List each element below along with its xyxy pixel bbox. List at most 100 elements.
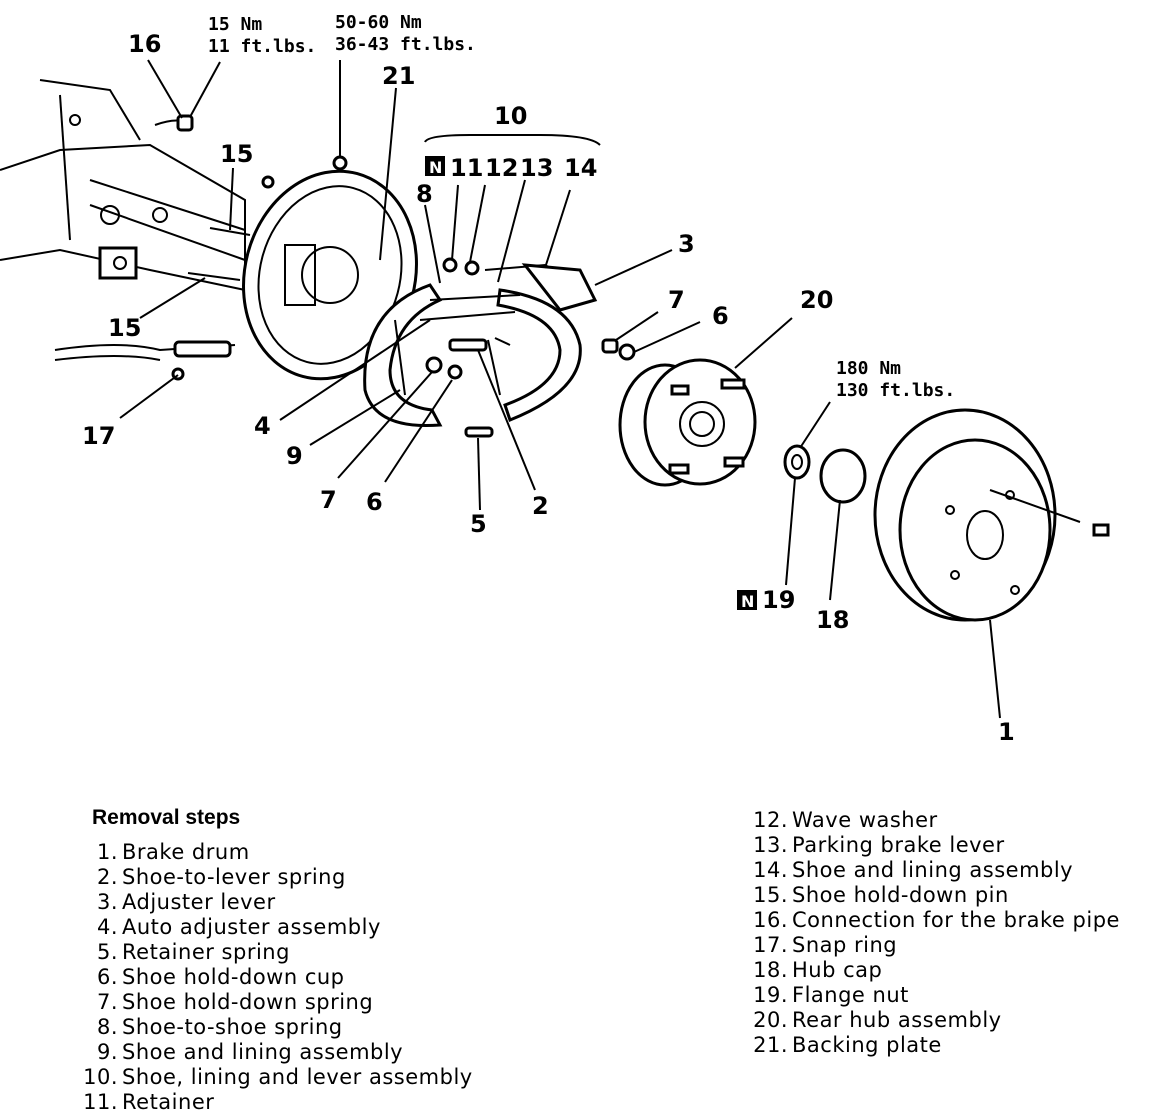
callout-18: 18 xyxy=(816,606,849,634)
step-number: 9. xyxy=(96,1040,118,1064)
callout-7-left: 7 xyxy=(320,486,337,514)
new-part-mark-11 xyxy=(425,156,445,176)
step-number: 21. xyxy=(753,1033,788,1057)
callout-15-bottom: 15 xyxy=(108,314,141,342)
callout-13: 13 xyxy=(520,154,553,182)
step-number: 18. xyxy=(753,958,788,982)
brake-pipe xyxy=(154,114,194,132)
torque-backing-plate-nm: 50-60 Nm xyxy=(335,12,422,33)
axle-beam xyxy=(0,79,246,292)
step-text: Parking brake lever xyxy=(792,833,1005,857)
step-text: Auto adjuster assembly xyxy=(122,915,381,939)
removal-step: 14.Shoe and lining assembly xyxy=(740,858,1120,883)
parking-cable xyxy=(54,340,236,381)
removal-step: 9.Shoe and lining assembly xyxy=(70,1040,473,1065)
backing-plate xyxy=(242,155,418,381)
flange-nut xyxy=(783,444,811,480)
step-text: Wave washer xyxy=(792,808,938,832)
step-number: 10. xyxy=(83,1065,118,1089)
removal-step: 18.Hub cap xyxy=(740,958,1120,983)
callout-5: 5 xyxy=(470,510,487,538)
callout-9: 9 xyxy=(286,442,303,470)
step-text: Connection for the brake pipe xyxy=(792,908,1120,932)
step-number: 17. xyxy=(753,933,788,957)
step-number: 19. xyxy=(753,983,788,1007)
removal-steps-title: Removal steps xyxy=(92,806,241,829)
callout-21: 21 xyxy=(382,62,415,90)
step-text: Flange nut xyxy=(792,983,909,1007)
step-text: Rear hub assembly xyxy=(792,1008,1002,1032)
callout-16: 16 xyxy=(128,30,161,58)
step-number: 8. xyxy=(96,1015,118,1039)
step-text: Retainer xyxy=(122,1090,215,1114)
callout-11: 11 xyxy=(450,154,483,182)
callout-19: 19 xyxy=(762,586,795,614)
step-number: 12. xyxy=(753,808,788,832)
step-text: Snap ring xyxy=(792,933,898,957)
leader-lines xyxy=(119,59,1001,719)
step-text: Shoe and lining assembly xyxy=(792,858,1074,882)
removal-step: 16.Connection for the brake pipe xyxy=(740,908,1120,933)
callout-3: 3 xyxy=(678,230,695,258)
step-text: Brake drum xyxy=(122,840,250,864)
removal-step: 19.Flange nut xyxy=(740,983,1120,1008)
step-text: Shoe and lining assembly xyxy=(122,1040,404,1064)
callout-7-right: 7 xyxy=(668,286,685,314)
step-text: Hub cap xyxy=(792,958,883,982)
step-text: Backing plate xyxy=(792,1033,942,1057)
torque-backing-plate-ftlbs: 36-43 ft.lbs. xyxy=(335,34,476,55)
step-number: 2. xyxy=(96,865,118,889)
step-number: 16. xyxy=(753,908,788,932)
removal-step: 13.Parking brake lever xyxy=(740,833,1120,858)
shoe-and-lining-9 xyxy=(363,283,443,428)
removal-step: 5.Retainer spring xyxy=(70,940,473,965)
removal-step: 20.Rear hub assembly xyxy=(740,1008,1120,1033)
step-number: 14. xyxy=(753,858,788,882)
callout-2: 2 xyxy=(532,492,549,520)
removal-step: 12.Wave washer xyxy=(740,808,1120,833)
callout-6-right: 6 xyxy=(712,302,729,330)
step-number: 15. xyxy=(753,883,788,907)
new-part-mark-11-letter: N xyxy=(429,158,442,177)
step-number: 5. xyxy=(96,940,118,964)
removal-step: 10.Shoe, lining and lever assembly xyxy=(70,1065,473,1090)
callout-4: 4 xyxy=(254,412,271,440)
adjuster-parts xyxy=(419,257,521,438)
removal-step: 11.Retainer xyxy=(70,1090,473,1115)
step-text: Shoe hold-down spring xyxy=(122,990,374,1014)
removal-step: 7.Shoe hold-down spring xyxy=(70,990,473,1015)
torque-brake-pipe-ftlbs: 11 ft.lbs. xyxy=(208,36,316,57)
step-number: 4. xyxy=(96,915,118,939)
holddown-parts xyxy=(601,338,636,361)
torque-flange-nut-nm: 180 Nm xyxy=(836,358,901,379)
shoe-lining-lever xyxy=(484,263,598,422)
rear-hub xyxy=(618,358,757,487)
removal-step: 21.Backing plate xyxy=(740,1033,1120,1058)
step-text: Adjuster lever xyxy=(122,890,276,914)
step-text: Shoe-to-lever spring xyxy=(122,865,346,889)
callout-14: 14 xyxy=(564,154,597,182)
step-number: 6. xyxy=(96,965,118,989)
step-text: Shoe hold-down pin xyxy=(792,883,1009,907)
step-number: 13. xyxy=(753,833,788,857)
removal-step: 15.Shoe hold-down pin xyxy=(740,883,1120,908)
callout-17: 17 xyxy=(82,422,115,450)
removal-step: 8.Shoe-to-shoe spring xyxy=(70,1015,473,1040)
new-part-mark-19 xyxy=(737,590,757,610)
new-part-mark-19-letter: N xyxy=(741,592,754,611)
removal-step: 6.Shoe hold-down cup xyxy=(70,965,473,990)
torque-flange-nut-ftlbs: 130 ft.lbs. xyxy=(836,380,955,401)
callout-12: 12 xyxy=(485,154,518,182)
removal-step: 4.Auto adjuster assembly xyxy=(70,915,473,940)
callout-10: 10 xyxy=(494,102,527,130)
callout-1: 1 xyxy=(998,718,1015,746)
brake-drum xyxy=(873,408,1110,622)
step-number: 11. xyxy=(83,1090,118,1114)
step-text: Shoe, lining and lever assembly xyxy=(122,1065,473,1089)
callout-8: 8 xyxy=(416,180,433,208)
hub-cap xyxy=(819,448,867,504)
step-text: Shoe-to-shoe spring xyxy=(122,1015,343,1039)
torque-brake-pipe-nm: 15 Nm xyxy=(208,14,262,35)
